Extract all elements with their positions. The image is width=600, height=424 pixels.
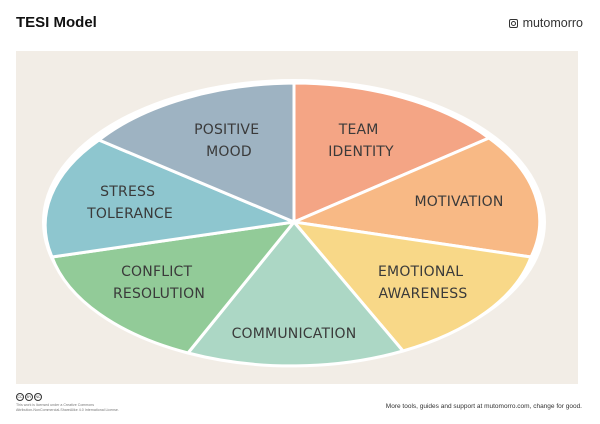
segment-label: POSITIVE MOOD xyxy=(194,122,264,160)
attribution-icon: BY xyxy=(25,393,33,401)
segment-shape xyxy=(292,136,542,259)
footer-tagline: More tools, guides and support at mutomo… xyxy=(385,403,582,410)
license-line: This work is licensed under a Creative C… xyxy=(16,403,95,407)
segment-shape xyxy=(50,220,296,355)
cc-icon: CC xyxy=(16,393,24,401)
noncommercial-icon: NC xyxy=(34,393,42,401)
segment-shape xyxy=(43,138,296,259)
page-title: TESI Model xyxy=(16,14,97,31)
license-line: Attribution-NonCommercial-ShareAlike 4.0… xyxy=(16,407,119,412)
tesi-wheel: TEAM IDENTITY MOTIVATION EMOTIONAL AWARE… xyxy=(42,79,546,368)
segment-motivation: MOTIVATION xyxy=(292,136,542,259)
segment-label: CONFLICT RESOLUTION xyxy=(113,264,205,302)
camera-square-icon xyxy=(508,18,518,28)
segment-shape xyxy=(97,81,296,224)
segment-label: TEAM IDENTITY xyxy=(328,122,394,160)
segment-label: MOTIVATION xyxy=(414,194,503,210)
segment-conflict-resolution: CONFLICT RESOLUTION xyxy=(50,220,296,355)
segment-shape xyxy=(292,220,533,353)
segment-label: STRESS TOLERANCE xyxy=(86,184,173,222)
diagram-panel: TEAM IDENTITY MOTIVATION EMOTIONAL AWARE… xyxy=(16,51,578,384)
license-notice: CC BY NC This work is licensed under a C… xyxy=(16,393,119,412)
segment-emotional-awareness: EMOTIONAL AWARENESS xyxy=(292,220,533,353)
segment-communication: COMMUNICATION xyxy=(186,220,405,368)
segment-positive-mood: POSITIVE MOOD xyxy=(97,81,296,224)
brand-logo[interactable]: mutomorro xyxy=(508,16,583,30)
segment-stress-tolerance: STRESS TOLERANCE xyxy=(43,138,296,259)
segment-team-identity: TEAM IDENTITY xyxy=(292,81,491,224)
cc-license-icons[interactable]: CC BY NC xyxy=(16,393,119,401)
segment-label: EMOTIONAL AWARENESS xyxy=(378,264,468,302)
brand-name: mutomorro xyxy=(522,16,583,30)
segment-shape xyxy=(292,81,491,224)
segment-label: COMMUNICATION xyxy=(232,326,357,342)
segment-shape xyxy=(186,220,405,368)
